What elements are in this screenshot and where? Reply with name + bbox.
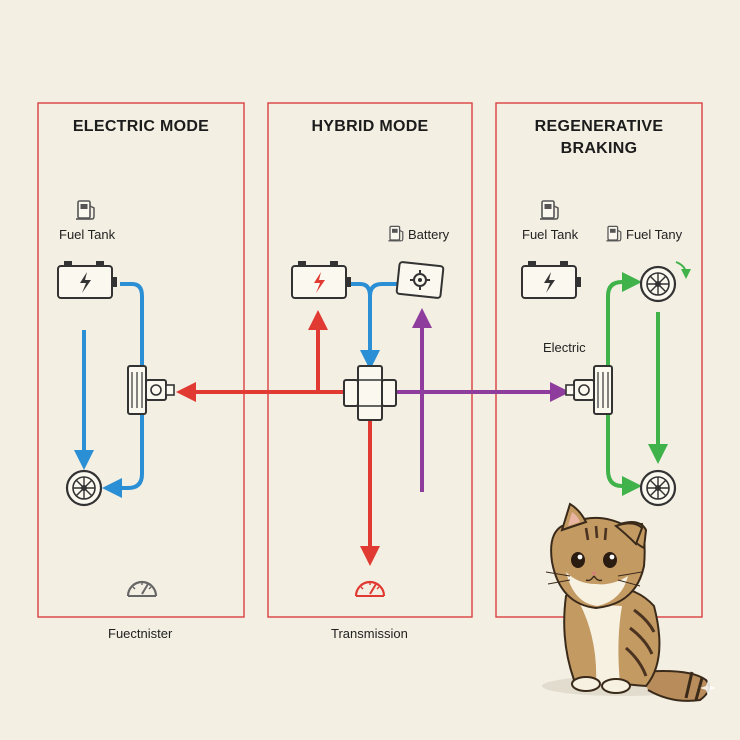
sparkle-icon [700,680,716,696]
motor-icon [127,365,175,415]
panel-hybrid-frame [267,102,473,618]
panel-title-electric: ELECTRIC MODE [72,118,210,135]
regen-flow-bottom [606,469,642,496]
caption-center: Transmission [331,626,408,641]
fuel-pump-icon [539,200,559,220]
label-hybrid-battery: Battery [408,227,450,242]
label-regen-electric: Electric [543,340,586,355]
battery-icon [57,260,118,299]
fuel-pump-icon [75,200,95,220]
panel-title-hybrid: HYBRID MODE [311,118,429,135]
panel-title-regen: REGENERATIVE BRAKING [534,118,664,157]
wheel-icon [65,469,103,507]
engine-control-icon [395,261,445,299]
motor-icon [565,365,613,415]
label-regen-fuel-tany: Fuel Tany [626,227,683,242]
gauge-icon [354,580,386,598]
battery-icon [291,260,352,299]
caption-left: Fuectnister [108,626,173,641]
transmission-icon [343,365,397,421]
panel-electric-frame [37,102,245,618]
battery-icon [521,260,582,299]
wheel-icon [639,469,677,507]
hybrid-electric-join-right [368,282,398,297]
label-regen-fuel-tank: Fuel Tank [522,227,579,242]
label-electric-fuel-tank: Fuel Tank [59,227,116,242]
fuel-pump-icon [605,225,622,242]
gauge-icon [126,580,158,598]
cat-illustration [542,502,710,702]
hybrid-electric-join [348,282,380,370]
wheel-icon [639,265,677,303]
regen-rotation-arrow [675,261,691,279]
regen-flow-up [606,272,642,470]
fuel-pump-icon [387,225,404,242]
